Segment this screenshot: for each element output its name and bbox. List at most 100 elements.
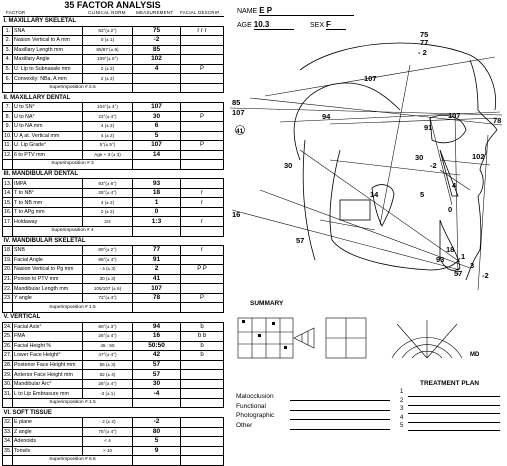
- factor-val: 14: [132, 149, 181, 161]
- factor-norm: 93°(± 6°): [82, 178, 133, 189]
- age-field: AGE 10.3: [237, 20, 294, 30]
- factor-name: Posterior Face Height mm: [12, 359, 83, 371]
- factor-desc: [179, 54, 225, 65]
- factor-norm: 2/4: [82, 216, 133, 228]
- factor-desc: r r r: [179, 25, 225, 37]
- factor-name: Ponion to PTV mm: [12, 273, 83, 285]
- treatment-plan-line[interactable]: [408, 421, 500, 423]
- factor-desc: [179, 416, 225, 428]
- tracing-label-minus2-bottom: -2: [482, 271, 489, 280]
- factor-val: 4: [132, 63, 181, 75]
- factor-name: U. Lip to Subnasale mm: [12, 63, 83, 75]
- factor-val: 2: [132, 264, 181, 275]
- tracing-label-16: 16: [232, 210, 240, 219]
- factor-val: 107: [132, 140, 181, 151]
- factor-n: 8.: [2, 111, 13, 122]
- factor-name: Lower Face Height°: [12, 350, 83, 361]
- superimposition-row: Superimposition # 1.5: [2, 397, 225, 409]
- tracing-label-1: 1: [461, 252, 465, 261]
- tracing-label-107-right: 107: [448, 111, 461, 120]
- factor-name: Convexity: NBa, A mm: [12, 73, 83, 84]
- factor-norm: 109°(± 6°): [82, 54, 133, 65]
- factor-name: IMPA: [12, 178, 83, 189]
- factor-val: 6: [132, 121, 181, 132]
- bottom-label: Functional: [236, 402, 266, 410]
- factor-n: 20.: [2, 264, 13, 275]
- factor-n: 2.: [2, 35, 13, 46]
- treatment-plan-line[interactable]: [408, 404, 500, 406]
- bottom-label-line[interactable]: [290, 409, 390, 411]
- factor-n: 7.: [2, 101, 13, 113]
- summary-diagrams: MD: [237, 317, 480, 359]
- factor-n: 23.: [2, 292, 13, 304]
- name-field: NAME E P: [237, 6, 355, 16]
- point-marker: [235, 125, 245, 135]
- tracing-label-75: 75: [420, 30, 428, 39]
- factor-val: 5: [132, 436, 181, 447]
- factor-desc: [179, 283, 225, 294]
- col-measurement: MEASUREMENT: [136, 10, 174, 15]
- a-pog-line: [454, 114, 459, 276]
- factor-name: Nasion Vertical to Pg mm: [12, 264, 83, 275]
- bottom-label-line[interactable]: [290, 400, 390, 401]
- factor-val: 30: [132, 111, 181, 122]
- superimposition-row: Superimposition # 3: [2, 159, 225, 170]
- factor-norm: 4 (± 2): [82, 197, 133, 208]
- e-plane: [477, 134, 489, 291]
- treatment-plan-line[interactable]: [408, 430, 500, 431]
- factor-name: SNA: [12, 25, 83, 37]
- col-norm: CLINICAL NORM: [88, 10, 126, 15]
- mandible-outline: [329, 149, 461, 271]
- bottom-label: Other: [236, 421, 253, 429]
- tracing-label-minus2-mid: -2: [430, 161, 437, 170]
- age-value: 10.3: [253, 20, 294, 30]
- factor-desc: [179, 178, 225, 189]
- factor-desc: b b: [179, 331, 225, 342]
- sex-field: SEX F: [310, 20, 346, 30]
- factor-name: U Ą at. Vertical mm: [12, 130, 83, 142]
- superimposition-row: Superimposition # 4: [2, 226, 225, 237]
- factor-name: L to Lip Embrasure mm: [12, 388, 83, 399]
- form-title: 35 FACTOR ANALYSIS: [64, 0, 161, 10]
- treatment-plan-number: 1: [400, 389, 404, 395]
- factor-desc: [179, 130, 225, 142]
- col-factor: FACTOR: [6, 10, 26, 15]
- factor-desc: P: [179, 111, 225, 122]
- tracing-label-18: 18: [446, 245, 454, 254]
- factor-desc: r: [179, 197, 225, 208]
- bottom-label-line[interactable]: [290, 428, 390, 430]
- factor-analysis-form: 35 FACTOR ANALYSIS FACTOR CLINICAL NORM …: [0, 0, 225, 466]
- factor-n: 26.: [2, 340, 13, 352]
- factor-n: 24.: [2, 321, 13, 333]
- treatment-plan-line[interactable]: [408, 413, 500, 414]
- factor-desc: [179, 44, 225, 56]
- treatment-plan-line[interactable]: [408, 396, 500, 397]
- factor-desc: b: [179, 350, 225, 361]
- tracing-label-107-left: 107: [232, 108, 245, 117]
- factor-val: 18: [132, 187, 181, 199]
- factor-n: 14.: [2, 187, 13, 199]
- factor-desc: P: [179, 140, 225, 151]
- factor-name: E plane: [12, 416, 83, 428]
- factor-val: 50:50: [132, 340, 181, 352]
- factor-name: Mandibular Arc°: [12, 378, 83, 390]
- factor-n: 13.: [2, 178, 13, 189]
- factor-name: T to NB mm: [12, 197, 83, 208]
- factor-val: 102: [132, 54, 181, 65]
- factor-n: 19.: [2, 254, 13, 266]
- factor-norm: 90°(± 3°): [82, 321, 133, 333]
- factor-n: 22.: [2, 283, 13, 294]
- factor-val: 0: [132, 206, 181, 218]
- tracing-label-91: 91: [424, 123, 432, 132]
- factor-val: 1: [132, 197, 181, 208]
- bottom-label: Photographic: [236, 412, 275, 419]
- bottom-label-line[interactable]: [290, 419, 390, 420]
